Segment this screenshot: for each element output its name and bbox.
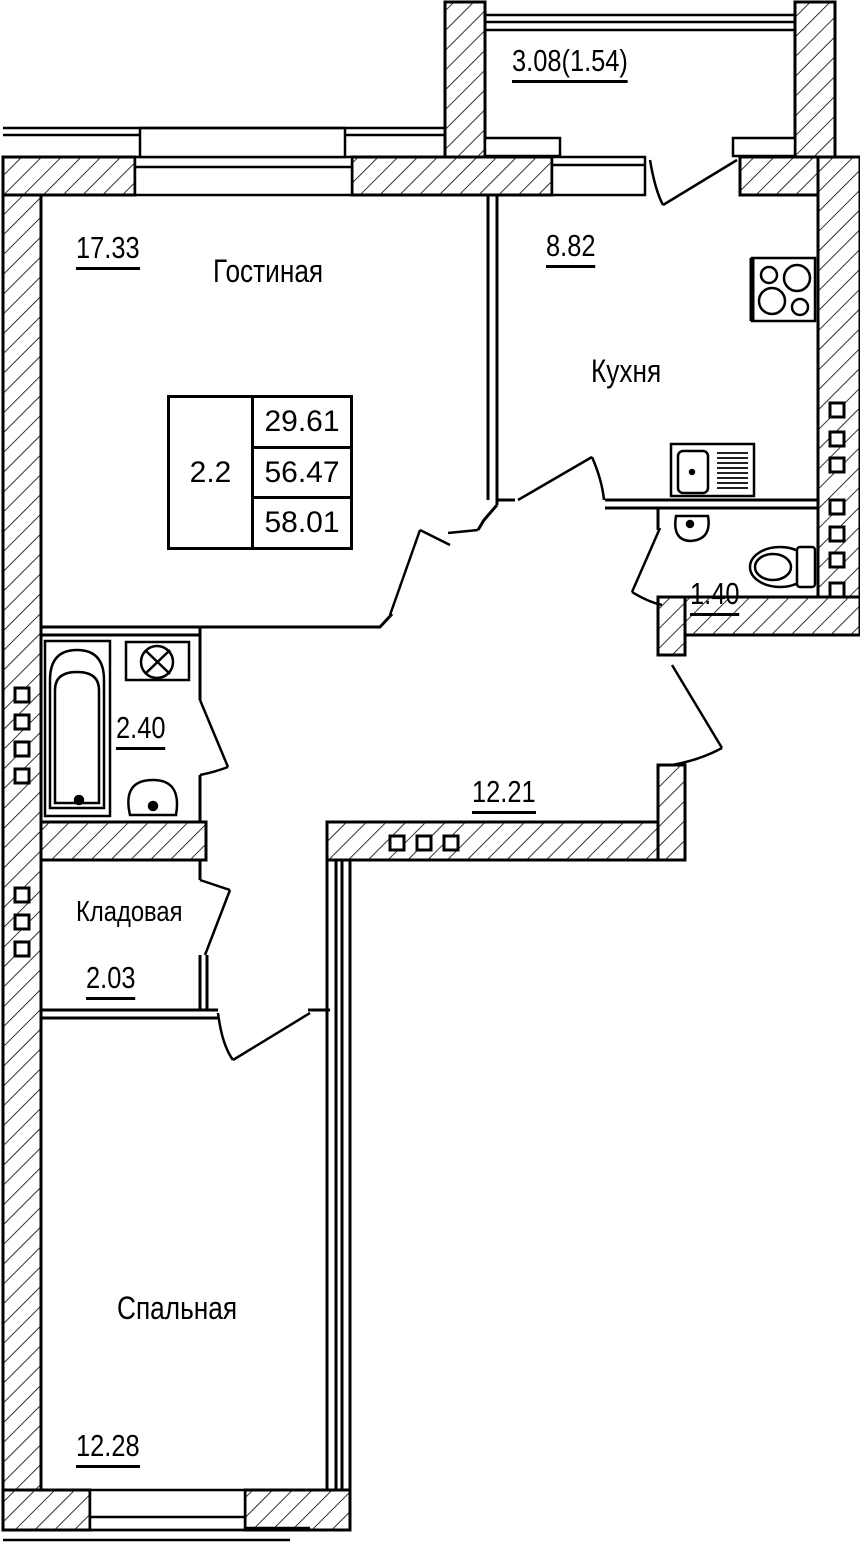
total-area-with-balcony: 58.01 bbox=[264, 506, 340, 540]
storage-label: Кладовая bbox=[76, 896, 183, 928]
total-area: 56.47 bbox=[254, 449, 350, 500]
area-summary-table: 2.2 29.61 56.47 58.01 bbox=[167, 395, 353, 550]
living-area-total: 29.61 bbox=[254, 398, 350, 449]
hall-area: 12.21 bbox=[472, 776, 536, 814]
living-room-label: Гостиная bbox=[213, 253, 324, 289]
living-area: 17.33 bbox=[76, 232, 140, 270]
bathroom-sink-icon bbox=[127, 778, 179, 817]
fixtures bbox=[43, 256, 817, 818]
bathroom-area: 2.40 bbox=[116, 712, 166, 750]
interior-walls bbox=[39, 195, 818, 1490]
doors bbox=[198, 158, 738, 1062]
storage-area: 2.03 bbox=[86, 962, 136, 1000]
rooms-code: 2.2 bbox=[170, 398, 254, 547]
bedroom-area: 12.28 bbox=[76, 1430, 140, 1468]
ventilation-shafts bbox=[13, 401, 846, 958]
bedroom-label: Спальная bbox=[117, 1290, 238, 1326]
wc-area: 1.40 bbox=[690, 578, 740, 616]
window-frames bbox=[3, 13, 797, 1542]
wc-basin-icon bbox=[674, 514, 710, 543]
kitchen-label: Кухня bbox=[591, 353, 662, 389]
balcony-area: 3.08(1.54) bbox=[512, 45, 628, 83]
kitchen-area: 8.82 bbox=[546, 230, 596, 268]
